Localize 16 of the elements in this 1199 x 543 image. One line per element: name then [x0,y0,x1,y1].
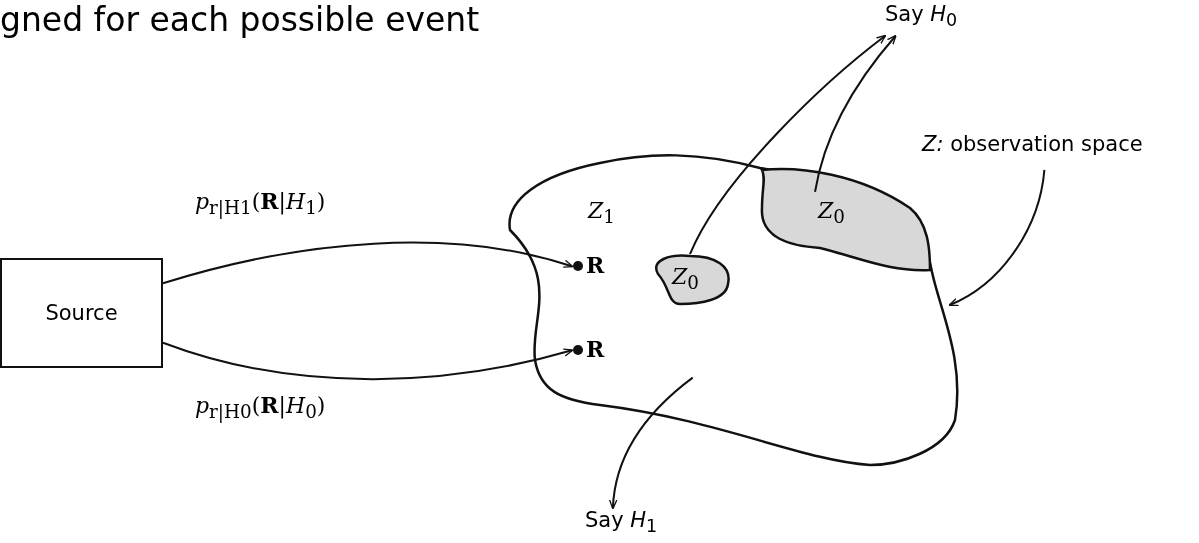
point-label: R [586,252,605,278]
arrow [814,34,897,193]
heading-text: gned for each possible event [0,0,480,39]
point-label: R [586,336,605,362]
arrow [609,376,694,510]
source-box: Source [0,258,163,368]
region-label: Z$_{0}$ [818,198,845,228]
leader-arrow [948,168,1046,307]
region-label: Z$_{1}$ [588,198,615,228]
arrow [689,34,887,256]
text-label: Say H$_{1}$ [585,508,675,542]
text-label: Say H$_{0}$ [885,2,990,36]
region-label: Z$_{0}$ [672,264,699,294]
text-label: Z: observation space [922,132,1194,168]
arrow [162,241,574,285]
arrow [162,341,574,381]
